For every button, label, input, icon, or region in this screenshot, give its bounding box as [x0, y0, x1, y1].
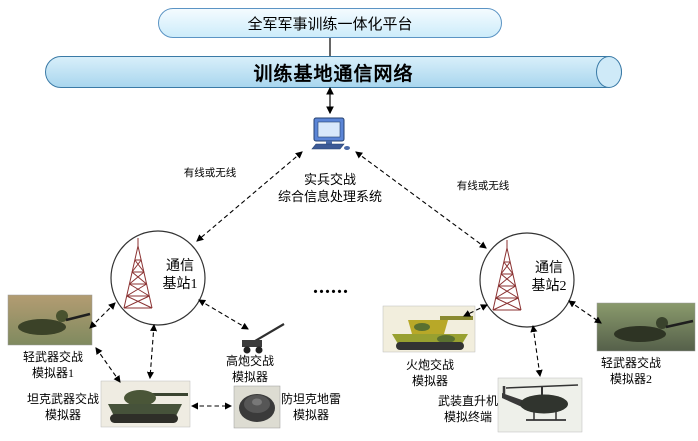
link-station1-tank: [146, 323, 158, 380]
aa-gun-image: [242, 323, 285, 354]
soldier-image-1: [7, 294, 93, 346]
link-lightweapon1-tank: [95, 347, 121, 383]
tank-image: [100, 380, 191, 428]
cylinder-end-cap: [596, 55, 622, 88]
link-computer-station2: [355, 151, 487, 249]
light-weapon-simulator2-label: 轻武器交战 模拟器2: [600, 356, 661, 386]
station1-label: 通信 基站1: [162, 259, 198, 293]
anti-tank-mine-simulator-label: 防坦克地雷 模拟器: [280, 392, 341, 422]
link-computer-station1: [196, 151, 303, 242]
link-type-label-left: 有线或无线: [183, 168, 237, 179]
soldier-image-2: [596, 302, 696, 352]
tank-weapon-simulator-label: 坦克武器交战 模拟器: [26, 392, 99, 422]
platform-node: 全军军事训练一体化平台: [158, 8, 502, 38]
mine-image: [233, 385, 281, 429]
station1-circle: [110, 230, 206, 326]
link-station2-helicopter: [530, 324, 543, 378]
dashed-links: [89, 151, 602, 410]
station2-label: 通信 基站2: [531, 261, 567, 295]
aa-gun-simulator-label: 高炮交战 模拟器: [225, 354, 274, 384]
more-stations-ellipsis: ......: [313, 276, 349, 298]
network-label: 训练基地通信网络: [253, 63, 414, 85]
artillery-simulator-label: 火炮交战 模拟器: [405, 358, 454, 388]
link-station2-artillery: [463, 304, 488, 317]
helicopter-image: [497, 377, 583, 433]
computer-icon: [311, 117, 350, 150]
processing-system-label: 实兵交战 综合信息处理系统: [277, 172, 382, 204]
station2-circle: [479, 232, 575, 328]
helicopter-terminal-label: 武装直升机 模拟终端: [437, 394, 498, 424]
link-station1-lightweapon1: [89, 302, 116, 329]
link-type-label-right: 有线或无线: [456, 181, 510, 192]
link-station2-lightweapon2: [568, 300, 602, 324]
platform-label: 全军军事训练一体化平台: [247, 16, 413, 33]
light-weapon-simulator1-label: 轻武器交战 模拟器1: [22, 350, 83, 380]
link-station1-aagun: [198, 299, 249, 330]
artillery-image: [382, 305, 476, 353]
